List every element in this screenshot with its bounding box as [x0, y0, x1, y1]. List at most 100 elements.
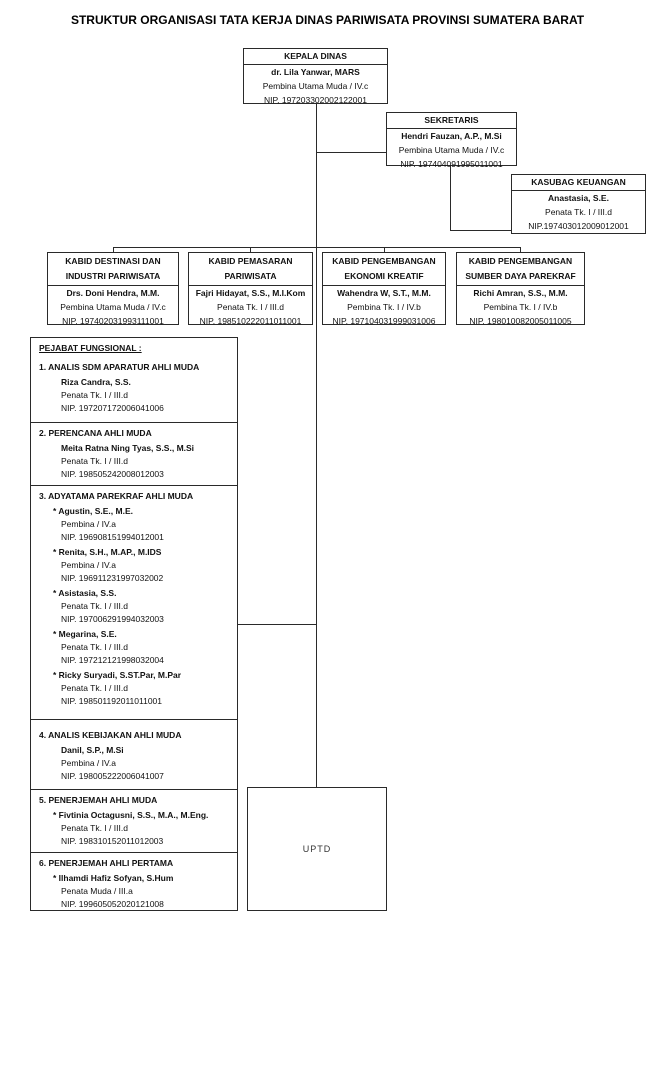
sekretaris-rank: Pembina Utama Muda / IV.c — [398, 145, 505, 155]
pf-section-5: 5. PENERJEMAH AHLI MUDA * Fivtinia Octag… — [31, 789, 237, 852]
member-name: * Megarina, S.E. — [53, 629, 117, 639]
box-kabid-ekonomi-kreatif: KABID PENGEMBANGAN EKONOMI KREATIF Wahen… — [322, 252, 446, 326]
box-kepala-dinas: KEPALA DINAS dr. Lila Yanwar, MARS Pembi… — [243, 48, 388, 105]
member-nip: NIP. 197207172006041006 — [61, 403, 164, 413]
box-kabid-sumber-daya: KABID PENGEMBANGAN SUMBER DAYA PAREKRAF … — [456, 252, 585, 326]
member-nip: NIP. 196908151994012001 — [61, 532, 164, 542]
box-sekretaris: SEKRETARIS Hendri Fauzan, A.P., M.Si Pem… — [386, 112, 517, 169]
member-name: * Agustin, S.E., M.E. — [53, 506, 133, 516]
pf-section-5-header: 5. PENERJEMAH AHLI MUDA — [39, 795, 158, 805]
kabid4-title-line2: SUMBER DAYA PAREKRAF — [465, 271, 576, 281]
pf-member: * Megarina, S.E. Penata Tk. I / III.d NI… — [39, 628, 233, 667]
uptd-label: UPTD — [302, 844, 332, 854]
box-pejabat-fungsional: PEJABAT FUNGSIONAL : 1. ANALIS SDM APARA… — [30, 337, 238, 911]
kabid3-name: Wahendra W, S.T., M.M. — [337, 288, 431, 298]
kabid1-title-line2: INDUSTRI PARIWISATA — [65, 271, 161, 281]
member-rank: Penata Tk. I / III.d — [61, 823, 128, 833]
member-rank: Penata Tk. I / III.d — [61, 601, 128, 611]
kepala-dinas-rank: Pembina Utama Muda / IV.c — [262, 81, 369, 91]
kasubag-nip: NIP.197403012009012001 — [528, 221, 629, 231]
pf-member: * Ricky Suryadi, S.ST.Par, M.Par Penata … — [39, 669, 233, 708]
kepala-dinas-nip: NIP. 197203302002122001 — [264, 95, 367, 105]
pf-heading: PEJABAT FUNGSIONAL : — [39, 343, 142, 353]
member-rank: Pembina / IV.a — [61, 560, 116, 570]
page-title: STRUKTUR ORGANISASI TATA KERJA DINAS PAR… — [70, 13, 585, 27]
pf-member: * Renita, S.H., M.AP., M.IDS Pembina / I… — [39, 546, 233, 585]
member-rank: Penata Tk. I / III.d — [61, 683, 128, 693]
pf-member: Riza Candra, S.S. Penata Tk. I / III.d N… — [39, 376, 233, 415]
kabid1-nip: NIP. 197402031993111001 — [62, 316, 164, 326]
member-name: Danil, S.P., M.Si — [61, 745, 124, 755]
connector-kabid3-stub — [384, 247, 385, 253]
member-nip: NIP. 199605052020121008 — [61, 899, 164, 909]
pf-member: * Agustin, S.E., M.E. Pembina / IV.a NIP… — [39, 505, 233, 544]
pf-member: Danil, S.P., M.Si Pembina / IV.a NIP. 19… — [39, 744, 233, 783]
box-kabid-destinasi: KABID DESTINASI DAN INDUSTRI PARIWISATA … — [47, 252, 179, 326]
kabid2-nip: NIP. 198510222011011001 — [199, 316, 302, 326]
member-nip: NIP. 198310152011012003 — [61, 836, 164, 846]
pf-section-1: PEJABAT FUNGSIONAL : 1. ANALIS SDM APARA… — [31, 338, 237, 422]
kasubag-title: KASUBAG KEUANGAN — [512, 175, 645, 191]
connector-kabid4-stub — [520, 247, 521, 253]
member-rank: Penata Tk. I / III.d — [61, 642, 128, 652]
sekretaris-title: SEKRETARIS — [387, 113, 516, 129]
member-rank: Penata Muda / III.a — [61, 886, 133, 896]
kabid3-nip: NIP. 197104031999031006 — [332, 316, 436, 326]
kabid4-title-line1: KABID PENGEMBANGAN — [468, 256, 573, 266]
pf-section-2-header: 2. PERENCANA AHLI MUDA — [39, 428, 152, 438]
member-rank: Pembina / IV.a — [61, 758, 116, 768]
member-rank: Penata Tk. I / III.d — [61, 390, 128, 400]
member-nip: NIP. 198505242008012003 — [61, 469, 164, 479]
pf-member: Meita Ratna Ning Tyas, S.S., M.Si Penata… — [39, 442, 233, 481]
kabid4-nip: NIP. 198010082005011005 — [469, 316, 572, 326]
pf-section-3-header: 3. ADYATAMA PAREKRAF AHLI MUDA — [39, 491, 194, 501]
kabid2-title-line2: PARIWISATA — [224, 271, 277, 281]
box-kabid-pemasaran: KABID PEMASARAN PARIWISATA Fajri Hidayat… — [188, 252, 313, 326]
kasubag-rank: Penata Tk. I / III.d — [545, 207, 612, 217]
kepala-dinas-title: KEPALA DINAS — [244, 49, 387, 65]
connector-fungsional-stub — [238, 624, 317, 625]
member-name: * Renita, S.H., M.AP., M.IDS — [53, 547, 162, 557]
connector-kabid2-stub — [250, 247, 251, 253]
connector-sekretaris-branch — [316, 152, 386, 153]
member-nip: NIP. 197212121998032004 — [61, 655, 164, 665]
kabid1-rank: Pembina Utama Muda / IV.c — [60, 302, 166, 312]
kabid1-title-line1: KABID DESTINASI DAN — [65, 256, 161, 266]
member-name: Riza Candra, S.S. — [61, 377, 131, 387]
pf-member: * Asistasia, S.S. Penata Tk. I / III.d N… — [39, 587, 233, 626]
pf-member: * Ilhamdi Hafiz Sofyan, S.Hum Penata Mud… — [39, 872, 233, 911]
kabid1-name: Drs. Doni Hendra, M.M. — [66, 288, 160, 298]
kepala-dinas-name: dr. Lila Yanwar, MARS — [271, 67, 360, 77]
member-nip: NIP. 198005222006041007 — [61, 771, 164, 781]
member-name: * Fivtinia Octagusni, S.S., M.A., M.Eng. — [53, 810, 209, 820]
member-name: * Asistasia, S.S. — [53, 588, 117, 598]
pf-section-6-header: 6. PENERJEMAH AHLI PERTAMA — [39, 858, 174, 868]
pf-section-3: 3. ADYATAMA PAREKRAF AHLI MUDA * Agustin… — [31, 485, 237, 719]
member-name: Meita Ratna Ning Tyas, S.S., M.Si — [61, 443, 195, 453]
pf-section-1-header: 1. ANALIS SDM APARATUR AHLI MUDA — [39, 362, 200, 372]
sekretaris-nip: NIP. 197404091995011001 — [400, 159, 503, 169]
connector-kasubag-vertical — [450, 165, 451, 230]
member-name: * Ilhamdi Hafiz Sofyan, S.Hum — [53, 873, 174, 883]
kasubag-name: Anastasia, S.E. — [548, 193, 609, 203]
kabid3-title-line1: KABID PENGEMBANGAN — [332, 256, 436, 266]
kabid4-name: Richi Amran, S.S., M.M. — [473, 288, 568, 298]
box-uptd: UPTD — [247, 787, 387, 911]
pf-section-4-header: 4. ANALIS KEBIJAKAN AHLI MUDA — [39, 730, 182, 740]
connector-kabid-rail — [113, 247, 521, 248]
connector-main-spine — [316, 103, 317, 787]
member-rank: Penata Tk. I / III.d — [61, 456, 128, 466]
pf-section-6: 6. PENERJEMAH AHLI PERTAMA * Ilhamdi Haf… — [31, 852, 237, 912]
kabid2-title-line1: KABID PEMASARAN — [208, 256, 293, 266]
pf-section-4: 4. ANALIS KEBIJAKAN AHLI MUDA Danil, S.P… — [31, 719, 237, 789]
kabid4-rank: Pembina Tk. I / IV.b — [483, 302, 558, 312]
kabid3-title-line2: EKONOMI KREATIF — [344, 271, 424, 281]
member-nip: NIP. 198501192011011001 — [61, 696, 162, 706]
box-kasubag-keuangan: KASUBAG KEUANGAN Anastasia, S.E. Penata … — [511, 174, 646, 234]
connector-kasubag-horizontal — [450, 230, 512, 231]
kabid3-rank: Pembina Tk. I / IV.b — [347, 302, 421, 312]
sekretaris-name: Hendri Fauzan, A.P., M.Si — [401, 131, 502, 141]
member-rank: Pembina / IV.a — [61, 519, 116, 529]
member-nip: NIP. 197006291994032003 — [61, 614, 164, 624]
